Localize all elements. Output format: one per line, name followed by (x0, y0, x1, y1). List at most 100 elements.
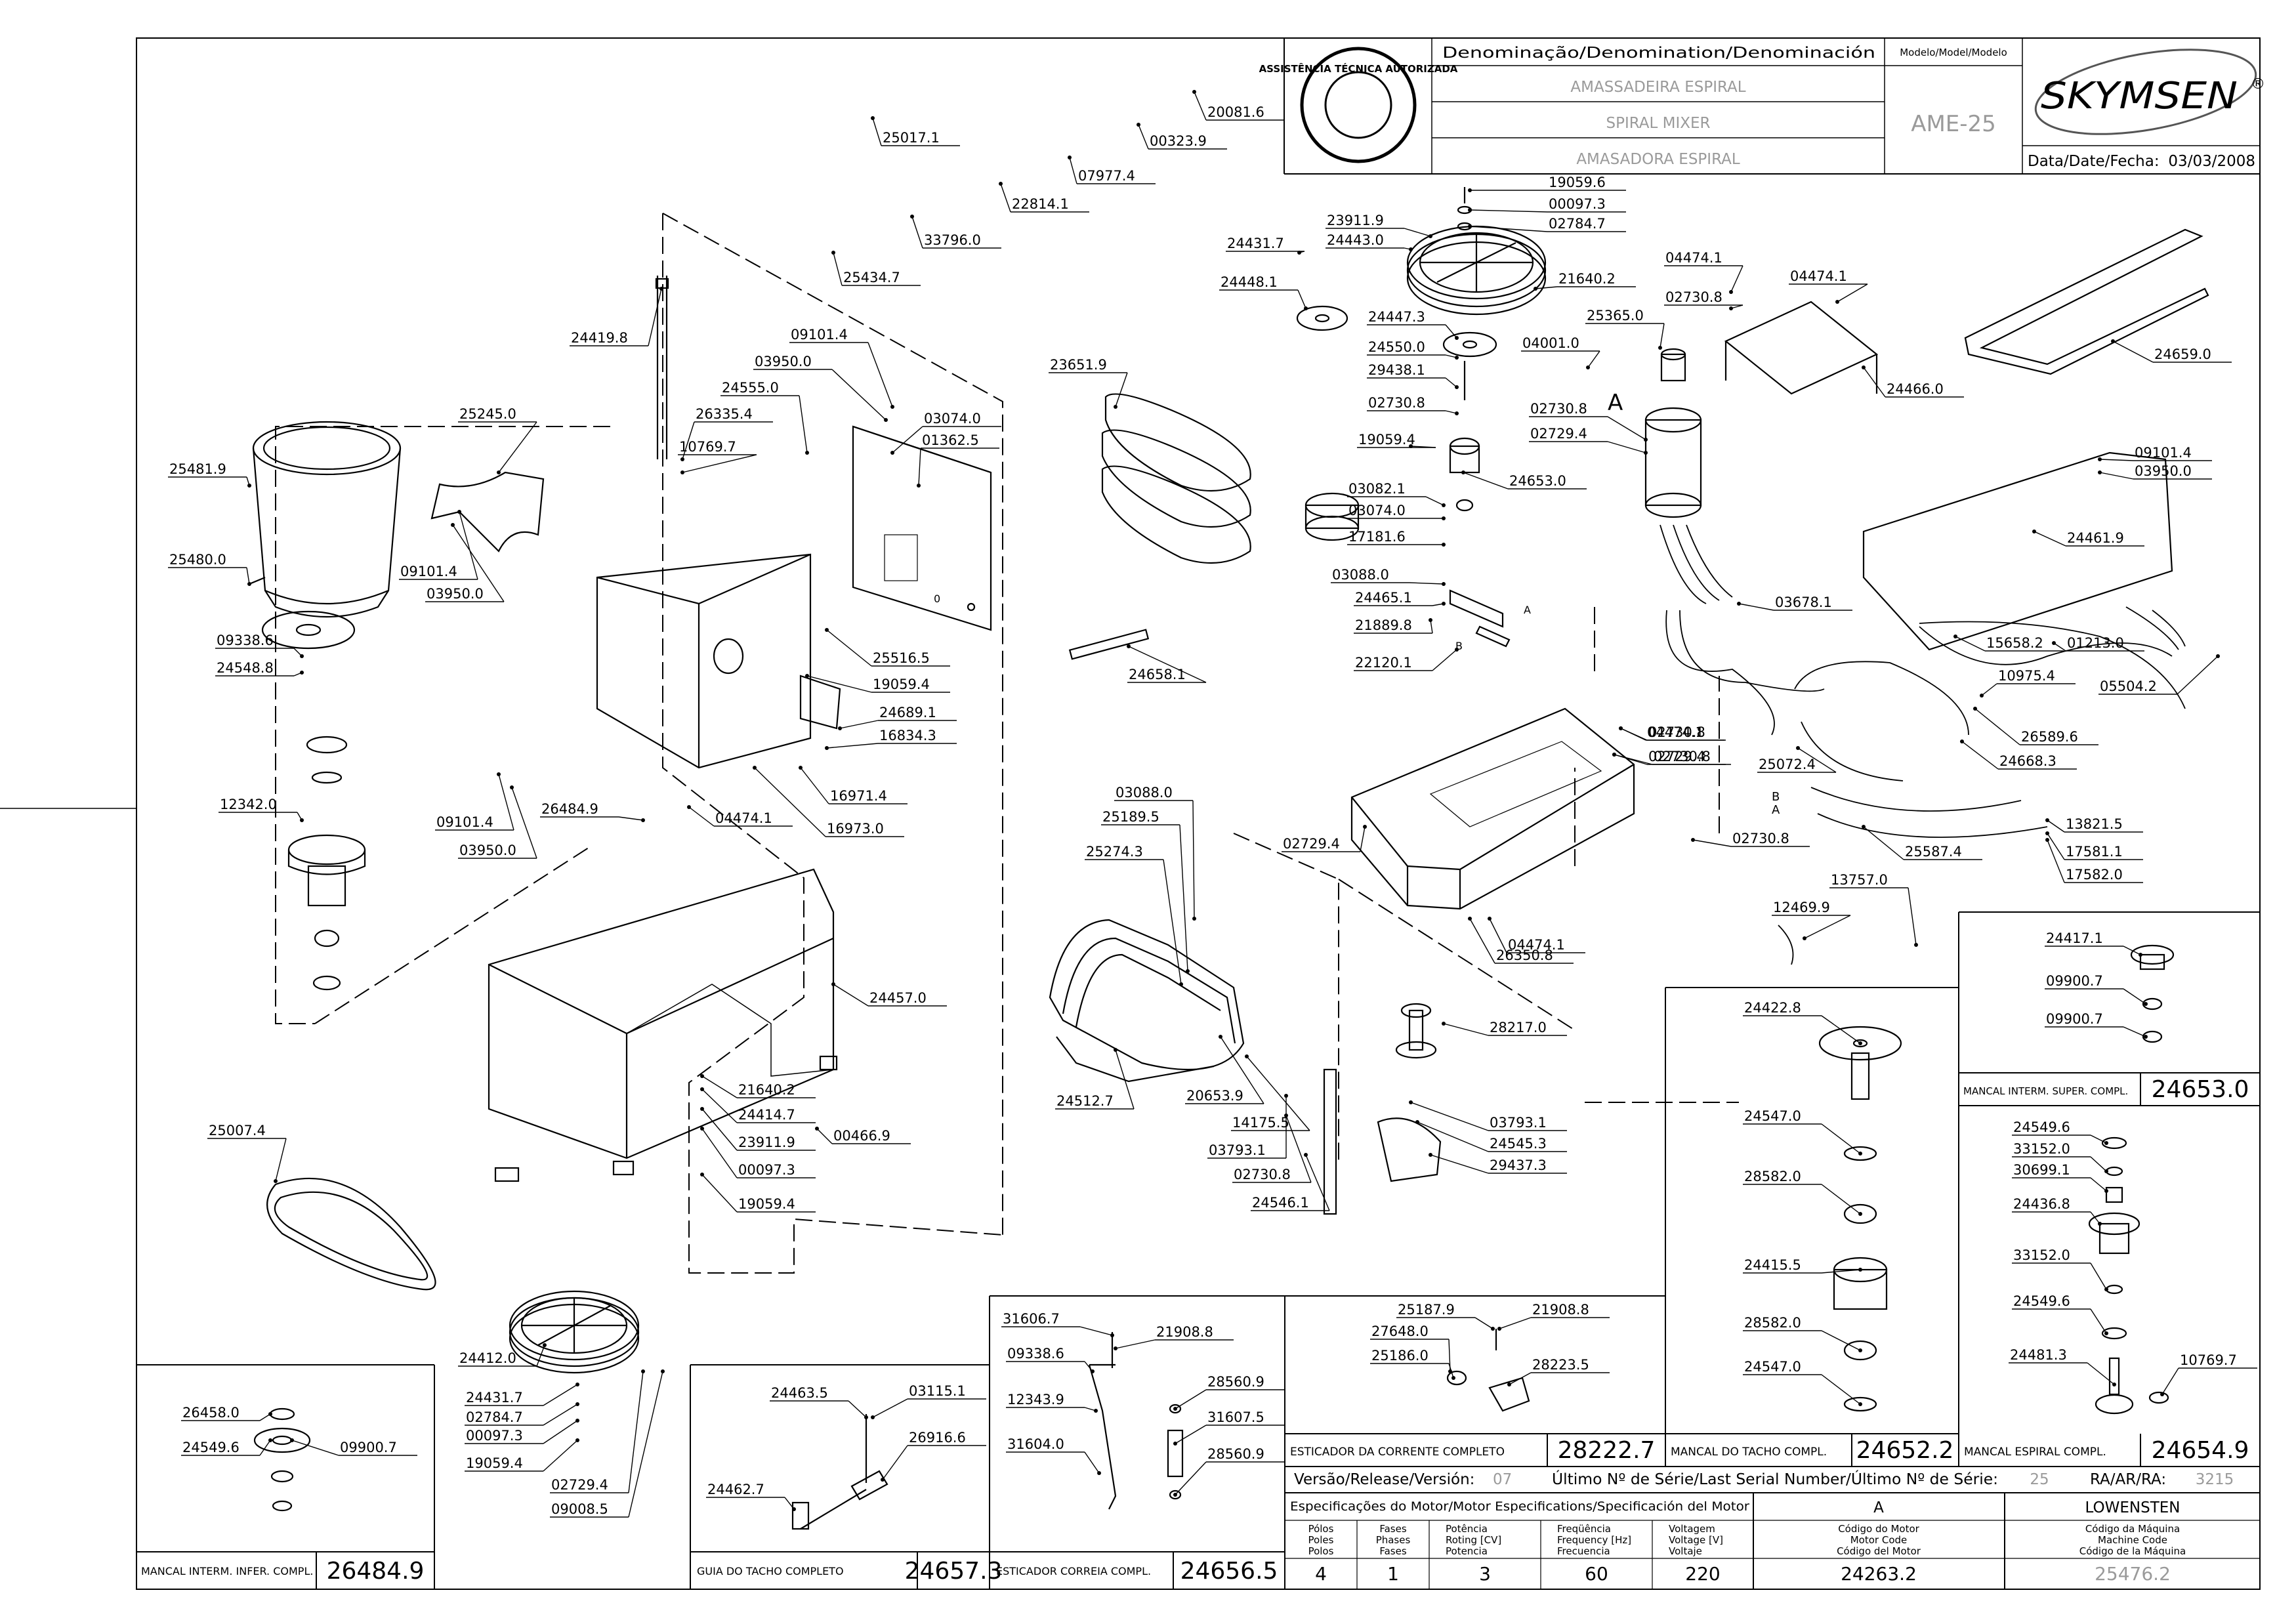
callout-anchor-dot (1455, 385, 1459, 389)
callout-anchor-dot (1468, 188, 1472, 192)
callout-leader (682, 421, 695, 460)
callout-anchor-dot (1173, 1442, 1177, 1446)
callout-anchor-dot (1415, 1120, 1419, 1124)
callout-anchor-dot (1442, 602, 1446, 606)
wiring-harness-drawing (1659, 524, 2186, 965)
part-callout: 09900.7 (2046, 1011, 2103, 1027)
callout-leader (1163, 859, 1182, 985)
part-callout: 02730.8 (1648, 724, 1705, 740)
col-freq-2: Frecuencia (1557, 1545, 1610, 1557)
part-callout: 25274.3 (1086, 844, 1143, 860)
callout-anchor-dot (1304, 306, 1308, 310)
callout-anchor-dot (1297, 251, 1301, 255)
callout-anchor-dot (917, 484, 921, 488)
part-callout: 02730.8 (1530, 401, 1587, 417)
part-callout: 28560.9 (1207, 1446, 1264, 1462)
part-callout: 00466.9 (833, 1128, 890, 1144)
callout-leader (682, 454, 757, 473)
part-callout: 02730.8 (1368, 395, 1425, 411)
callout-anchor-dot (2139, 953, 2142, 957)
callout-leader (784, 1497, 795, 1510)
subassembly-titles: MANCAL INTERM. INFER. COMPL. 26484.9 GUI… (141, 1076, 2249, 1585)
part-callout: 28582.0 (1744, 1315, 1801, 1331)
large-pulley-drawing (509, 1290, 640, 1374)
callout-anchor-dot (300, 818, 304, 822)
callout-leader (882, 1445, 908, 1480)
part-callout: 02729.4 (1283, 836, 1340, 852)
col-volt-2: Voltaje (1669, 1545, 1702, 1557)
part-callout: 17181.6 (1348, 529, 1406, 545)
callout-leader (259, 1440, 271, 1456)
callout-anchor-dot (1304, 1153, 1308, 1157)
callout-anchor-dot (825, 628, 829, 632)
callout-anchor-dot (700, 1074, 704, 1078)
callout-leader (1797, 747, 1837, 773)
part-callout: 00323.9 (1150, 133, 1207, 149)
callout-anchor-dot (1534, 287, 1537, 291)
subassembly-name: MANCAL INTERM. INFER. COMPL. (141, 1565, 313, 1577)
part-drawings (249, 187, 2209, 1530)
callout-leader (1305, 1154, 1330, 1211)
col-freq-1: Frequency [Hz] (1557, 1534, 1631, 1546)
part-callout: 25434.7 (843, 270, 900, 285)
callout-leader (701, 1174, 738, 1213)
part-callout: 19059.4 (738, 1196, 795, 1212)
callout-leader (1804, 915, 1851, 939)
part-callout: 25245.0 (459, 406, 516, 422)
bowl-drawing (249, 421, 402, 991)
callout-leader (291, 1440, 339, 1456)
misc-labels: A B A B A 0 (934, 390, 1780, 817)
callout-anchor-dot (1409, 247, 1413, 251)
part-callout: 02729.4 (1648, 749, 1705, 764)
part-callout: 24481.3 (2010, 1347, 2067, 1363)
part-callout: 24555.0 (722, 380, 779, 396)
part-callout: 25187.9 (1398, 1302, 1455, 1318)
callout-leader (1489, 918, 1507, 953)
callout-anchor-dot (1429, 234, 1432, 238)
bowl-guide-detail-drawing (791, 1414, 888, 1530)
motor-code-value: 24263.2 (1841, 1563, 1917, 1585)
release-value: 07 (1493, 1471, 1512, 1488)
part-callout: 05504.2 (2100, 678, 2157, 694)
callout-leader (833, 984, 869, 1007)
callout-anchor-dot (799, 766, 803, 770)
part-callout: 33796.0 (924, 232, 981, 248)
callout-anchor-dot (1461, 470, 1465, 474)
part-callout: 24668.3 (1999, 753, 2056, 769)
bowl-guard-drawing (430, 471, 545, 552)
part-callout: 16834.3 (879, 728, 936, 743)
part-callout: 24436.8 (2013, 1196, 2070, 1212)
callout-leader (2123, 1026, 2146, 1037)
callout-anchor-dot (497, 772, 501, 776)
part-callout: 29438.1 (1368, 362, 1425, 378)
part-callout: 02729.4 (551, 1477, 608, 1493)
part-callout: 17582.0 (2066, 867, 2123, 883)
part-callout: 03088.0 (1332, 567, 1389, 583)
part-callout: 24448.1 (1221, 274, 1278, 290)
callout-leader (1587, 350, 1600, 368)
callout-anchor-dot (510, 785, 514, 789)
callout-anchor-dot (910, 215, 914, 219)
callout-anchor-dot (1973, 707, 1977, 711)
part-callout: 24414.7 (738, 1107, 795, 1123)
callout-anchor-dot (1097, 1471, 1101, 1475)
part-callout: 26916.6 (909, 1430, 966, 1446)
callout-anchor-dot (2098, 457, 2102, 461)
callout-leader (1863, 826, 1904, 860)
callout-anchor-dot (575, 1438, 579, 1442)
callout-anchor-dot (1363, 825, 1367, 829)
part-callout: 24512.7 (1056, 1093, 1114, 1109)
callout-anchor-dot (864, 1415, 868, 1419)
callout-leader (1430, 1154, 1489, 1174)
callout-anchor-dot (1803, 936, 1806, 940)
subassembly-code: 28222.7 (1558, 1437, 1656, 1464)
product-name-pt: AMASSADEIRA ESPIRAL (1570, 79, 1745, 96)
callout-leader (1863, 367, 1886, 398)
callout-anchor-dot (2032, 530, 2036, 533)
registered-mark: ® (2251, 76, 2265, 93)
part-callout: 24689.1 (879, 705, 936, 720)
part-callout: 24549.6 (2013, 1119, 2070, 1135)
part-callout: 04474.1 (1508, 937, 1565, 953)
wire-label: A (1772, 803, 1780, 817)
callout-anchor-dot (2144, 1002, 2148, 1006)
